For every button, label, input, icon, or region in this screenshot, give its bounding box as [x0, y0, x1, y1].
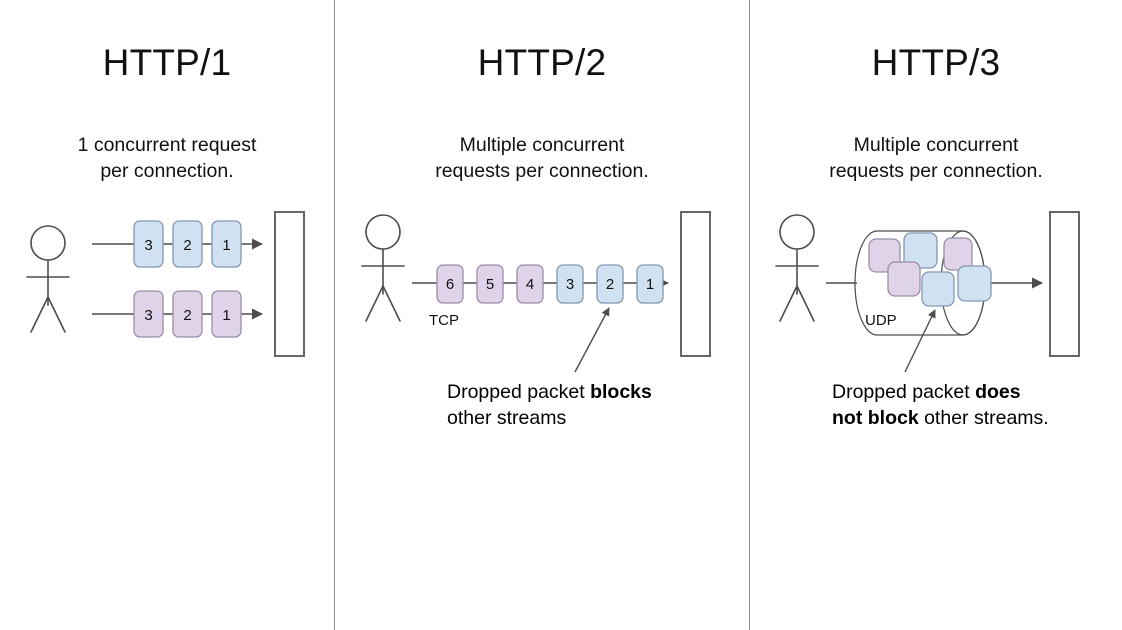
stream-row-http1-blue: 3 2 1: [92, 220, 264, 268]
annotation-arrow-http3: [904, 309, 936, 373]
transport-label-tcp: TCP: [429, 312, 459, 329]
panel-http3: HTTP/3 Multiple concurrent requests per …: [750, 0, 1122, 630]
packet-http2-5: 5: [476, 264, 504, 304]
caption-http3: Dropped packet does not block other stre…: [832, 379, 1112, 431]
svg-text:5: 5: [486, 276, 494, 293]
caption-http3-line2-bold: not block: [832, 407, 919, 429]
packet-http3-6: [957, 265, 992, 302]
packet-http1-blue-3: 3: [133, 220, 164, 268]
svg-text:3: 3: [566, 276, 574, 293]
svg-text:1: 1: [222, 237, 230, 254]
panel-http2-subtitle-line1: Multiple concurrent: [459, 134, 625, 156]
caption-http3-line1-bold: does: [975, 381, 1021, 403]
caption-http2: Dropped packet blocks other streams: [447, 379, 737, 431]
stick-figure-icon-http3: [775, 214, 819, 322]
svg-text:3: 3: [144, 237, 152, 254]
annotation-arrow-http2: [574, 307, 610, 373]
panel-http2-title: HTTP/2: [477, 42, 607, 83]
caption-http2-line1-pre: Dropped packet: [447, 381, 591, 403]
transport-label-udp: UDP: [865, 312, 897, 329]
stick-figure-icon-http1: [26, 225, 70, 333]
panel-http1: HTTP/1 1 concurrent request per connecti…: [0, 0, 334, 630]
svg-text:1: 1: [646, 276, 654, 293]
panel-http2-subtitle-line2: requests per connection.: [435, 160, 649, 182]
packet-http1-purple-1: 1: [211, 290, 242, 338]
svg-text:1: 1: [222, 307, 230, 324]
panel-http1-subtitle-line1: 1 concurrent request: [77, 134, 257, 156]
stream-row-http1-purple: 3 2 1: [92, 290, 264, 338]
packet-http3-5: [943, 237, 973, 271]
stick-figure-icon-http2: [361, 214, 405, 322]
svg-text:4: 4: [526, 276, 534, 293]
panel-http3-title: HTTP/3: [871, 42, 1001, 83]
panel-http1-subtitle-line2: per connection.: [100, 160, 234, 182]
packet-http1-purple-3: 3: [133, 290, 164, 338]
packet-http1-blue-2: 2: [172, 220, 203, 268]
caption-http2-line1-bold: blocks: [590, 381, 652, 403]
packet-http2-4: 4: [516, 264, 544, 304]
panel-divider-2: [749, 0, 750, 630]
panel-http2: HTTP/2 Multiple concurrent requests per …: [335, 0, 749, 630]
svg-text:2: 2: [183, 237, 191, 254]
panel-http3-subtitle-line1: Multiple concurrent: [853, 134, 1019, 156]
caption-http2-line2: other streams: [447, 407, 567, 429]
server-http2: [680, 211, 711, 357]
packet-http2-2: 2: [596, 264, 624, 304]
svg-text:2: 2: [183, 307, 191, 324]
packet-http1-blue-1: 1: [211, 220, 242, 268]
svg-text:3: 3: [144, 307, 152, 324]
packet-http2-3: 3: [556, 264, 584, 304]
panel-http3-subtitle-line2: requests per connection.: [829, 160, 1043, 182]
panel-http1-title: HTTP/1: [102, 42, 232, 83]
packet-http3-4: [921, 271, 955, 307]
caption-http3-line2-post: other streams.: [918, 407, 1049, 429]
caption-http3-line1-pre: Dropped packet: [832, 381, 976, 403]
packet-http2-6: 6: [436, 264, 464, 304]
server-http3: [1049, 211, 1080, 357]
packet-http3-3: [887, 261, 921, 297]
svg-text:6: 6: [446, 276, 454, 293]
svg-text:2: 2: [606, 276, 614, 293]
packet-http1-purple-2: 2: [172, 290, 203, 338]
packet-http2-1: 1: [636, 264, 664, 304]
server-http1: [274, 211, 305, 357]
panel-divider-1: [334, 0, 335, 630]
